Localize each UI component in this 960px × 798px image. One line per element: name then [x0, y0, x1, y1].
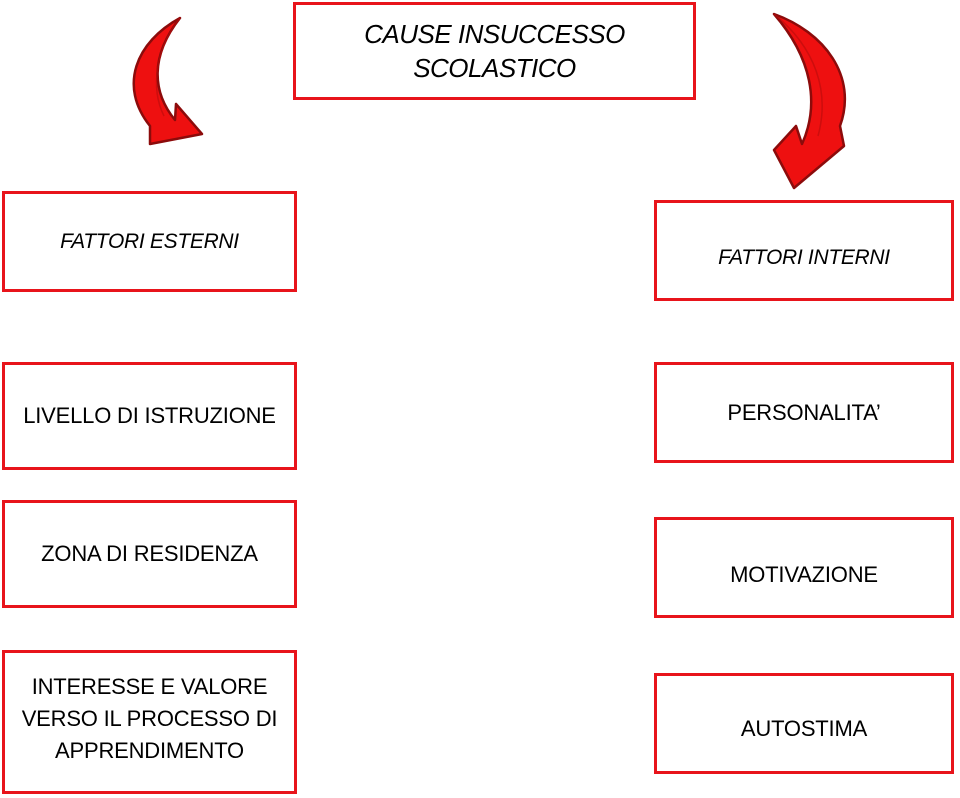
factor-label: PERSONALITA’ [727, 399, 881, 425]
factor-box-education-level: LIVELLO DI ISTRUZIONE [2, 362, 297, 470]
category-label-external: FATTORI ESTERNI [60, 229, 239, 253]
factor-box-residence-area: ZONA DI RESIDENZA [2, 500, 297, 608]
diagram-title-box: CAUSE INSUCCESSO SCOLASTICO [293, 2, 696, 100]
factor-label-line-2: VERSO IL PROCESSO DI [21, 706, 278, 731]
category-box-external-factors: FATTORI ESTERNI [2, 191, 297, 292]
factor-label: LIVELLO DI ISTRUZIONE [23, 403, 276, 428]
curved-arrow-left-icon [132, 16, 204, 146]
factor-label: MOTIVAZIONE [730, 561, 878, 587]
factor-label-line-1: INTERESSE E VALORE [31, 674, 268, 699]
diagram-title-line-2: SCOLASTICO [413, 53, 576, 83]
factor-label: ZONA DI RESIDENZA [41, 541, 258, 566]
factor-label-line-3: APPRENDIMENTO [55, 738, 244, 763]
factor-box-motivation: MOTIVAZIONE [654, 517, 954, 618]
category-box-internal-factors: FATTORI INTERNI [654, 200, 954, 301]
curved-arrow-right-icon [772, 12, 846, 190]
factor-box-self-esteem: AUTOSTIMA [654, 673, 954, 774]
factor-box-personality: PERSONALITA’ [654, 362, 954, 463]
factor-label: AUTOSTIMA [740, 715, 868, 741]
category-label-internal: FATTORI INTERNI [718, 245, 890, 269]
diagram-title-line-1: CAUSE INSUCCESSO [364, 19, 625, 49]
factor-box-learning-interest: INTERESSE E VALORE VERSO IL PROCESSO DI … [2, 650, 297, 794]
